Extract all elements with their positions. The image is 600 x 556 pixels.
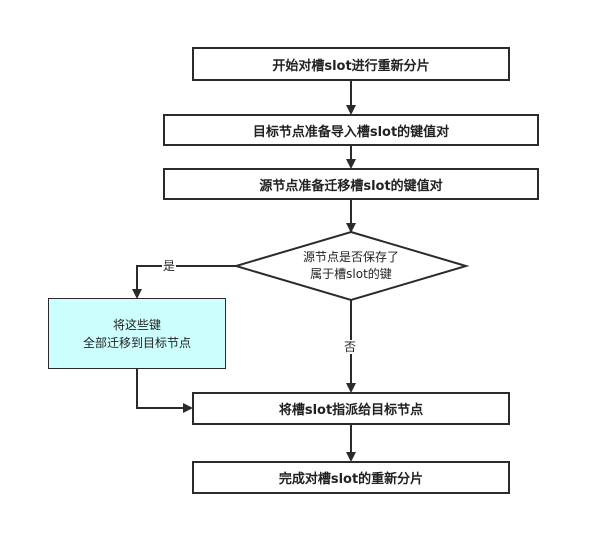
no-label: 否 [343,340,358,354]
assign-slot-node: 将槽slot指派给目标节点 [192,392,510,425]
target-prepare-node: 目标节点准备导入槽slot的键值对 [163,114,539,146]
migrate-keys-node-label: 将这些键 全部迁移到目标节点 [82,317,191,350]
complete-node: 完成对槽slot的重新分片 [192,461,510,494]
complete-node-label: 完成对槽slot的重新分片 [278,472,424,487]
decision-label: 源节点是否保存了 属于槽slot的键 [302,250,399,281]
arrow-decision-yes [132,265,236,299]
source-prepare-node: 源节点准备迁移槽slot的键值对 [163,168,539,200]
yes-label: 是 [162,259,177,273]
migrate-keys-node: 将这些键 全部迁移到目标节点 [48,298,226,369]
start-node: 开始对槽slot进行重新分片 [192,47,510,81]
assign-slot-node-label: 将槽slot指派给目标节点 [278,403,424,418]
arrow-migrate-to-assign [136,368,193,413]
source-prepare-node-label: 源节点准备迁移槽slot的键值对 [259,178,443,194]
target-prepare-node-label: 目标节点准备导入槽slot的键值对 [252,124,450,140]
start-node-label: 开始对槽slot进行重新分片 [272,58,430,74]
